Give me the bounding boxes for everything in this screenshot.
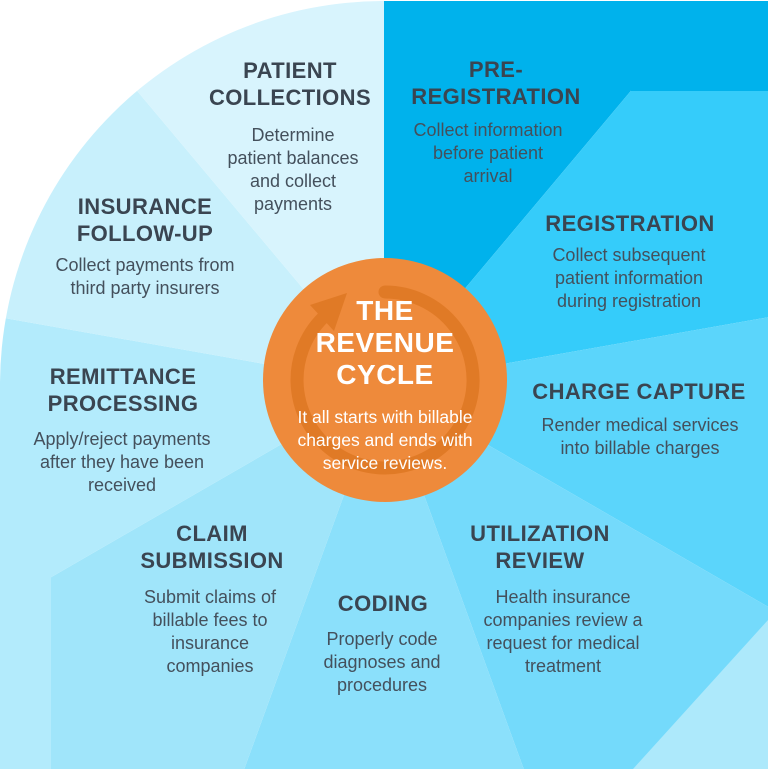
wedge-remittance-processing (0, 263, 384, 735)
segment-desc-utilization-review: Health insurance companies review a requ… (483, 587, 643, 676)
segment-label-claim-submission: CLAIM SUBMISSION (140, 521, 284, 573)
center-description: It all starts with billable charges and … (297, 407, 473, 473)
wedge-charge-capture (384, 263, 768, 735)
segment-desc-charge-capture: Render medical services into billable ch… (541, 415, 739, 458)
corner-fill-top-right (631, 1, 768, 91)
wedge-pre-registration (384, 1, 768, 385)
segment-label-coding: CODING (337, 591, 429, 616)
segment-label-charge-capture: CHARGE CAPTURE (532, 379, 746, 404)
cycle-arrow-arc (290, 285, 480, 475)
segment-label-pre-registration: PRE- REGISTRATION (411, 57, 581, 109)
center-title: THE REVENUE CYCLE (315, 295, 455, 390)
wedge-registration (384, 1, 768, 385)
segment-desc-coding: Properly code diagnoses and procedures (323, 629, 441, 695)
segment-label-registration: REGISTRATION (545, 211, 715, 236)
segment-label-remittance-processing: REMITTANCE PROCESSING (47, 364, 199, 416)
segment-desc-insurance-follow-up: Collect payments from third party insure… (55, 255, 235, 298)
segment-label-patient-collections: PATIENT COLLECTIONS (208, 58, 372, 110)
wedge-coding (144, 385, 624, 769)
segment-desc-patient-collections: Determine patient balances and collect p… (227, 125, 359, 214)
cycle-arrow-head-icon (310, 293, 347, 331)
segment-label-insurance-follow-up: INSURANCE FOLLOW-UP (76, 194, 214, 246)
corner-highlight-bottom-right (633, 620, 768, 769)
segment-label-utilization-review: UTILIZATION REVIEW (470, 521, 610, 573)
segment-desc-pre-registration: Collect information before patient arriv… (413, 120, 563, 186)
segment-desc-registration: Collect subsequent patient information d… (552, 245, 706, 311)
segment-desc-remittance-processing: Apply/reject payments after they have be… (33, 429, 211, 495)
segment-desc-claim-submission: Submit claims of billable fees to insura… (143, 587, 277, 676)
corner-fill-bottom-left (0, 577, 51, 769)
wedge-claim-submission (0, 385, 384, 769)
